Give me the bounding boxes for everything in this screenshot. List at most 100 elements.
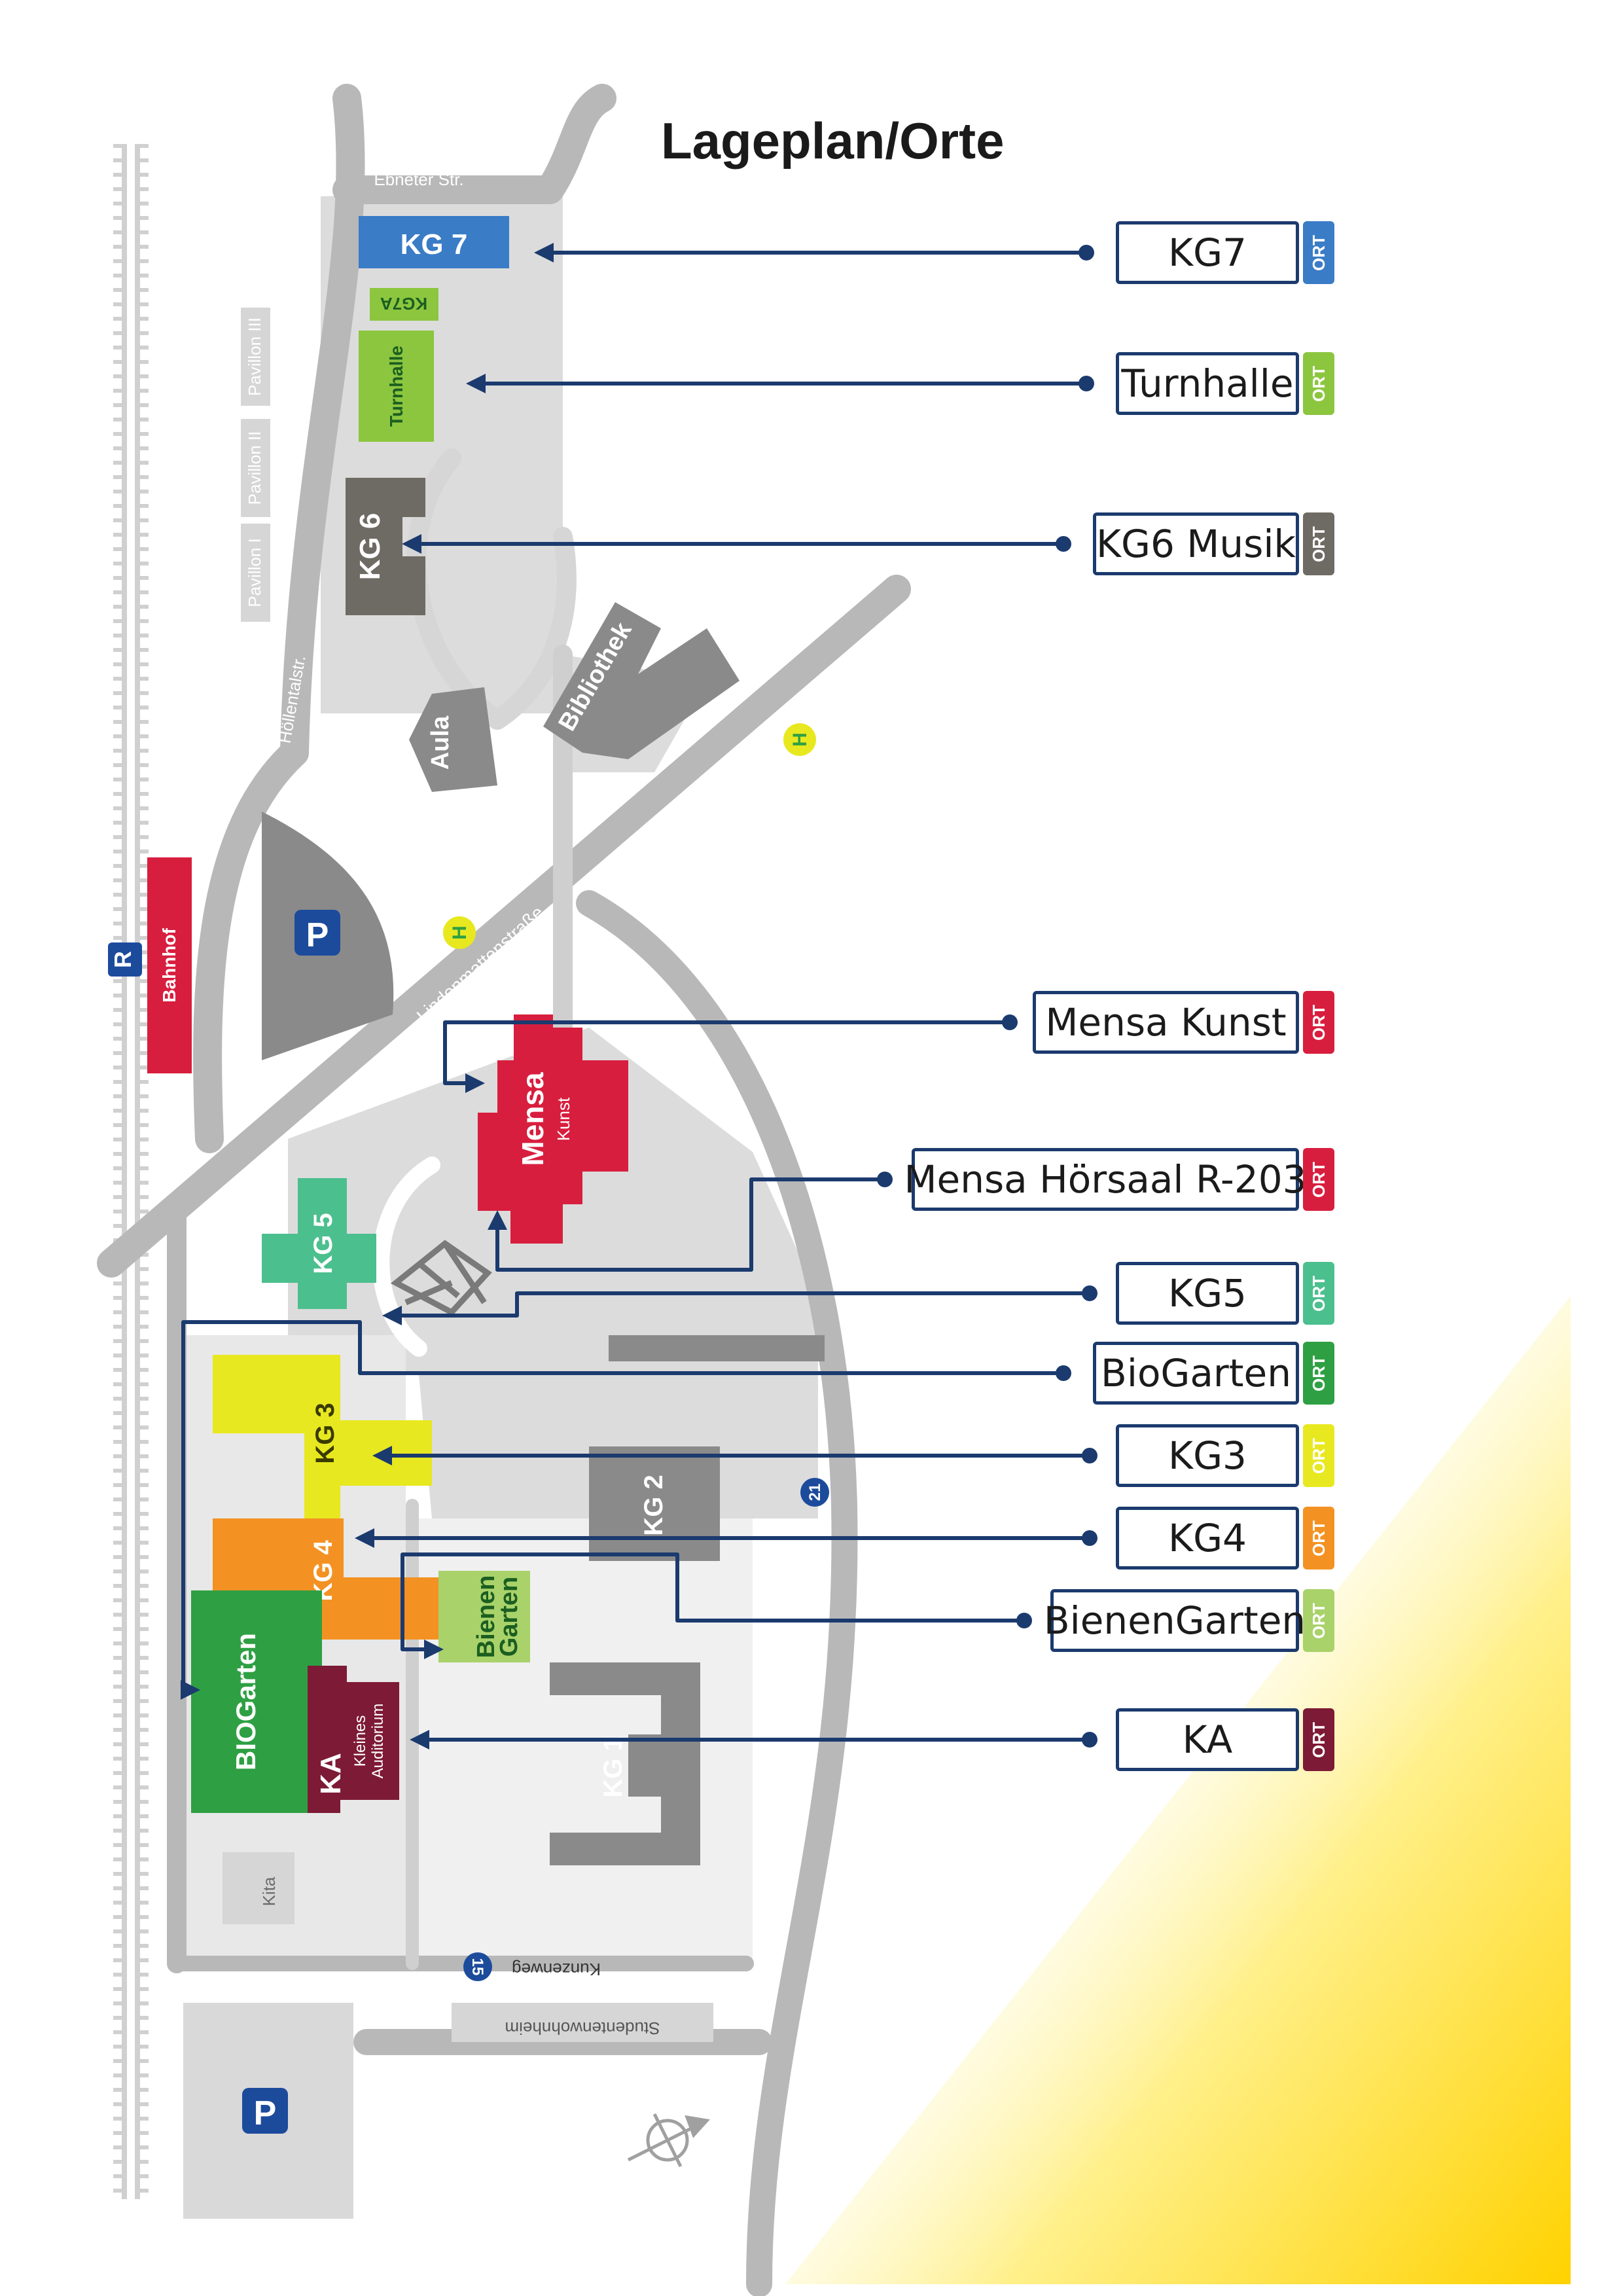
leader-dot-kg4 (1082, 1530, 1097, 1546)
location-kg3[interactable]: KG3 ORT (1116, 1424, 1334, 1487)
location-ka[interactable]: KA ORT (1116, 1708, 1334, 1771)
mensa-building (478, 1014, 628, 1244)
location-turnhalle-tag: ORT (1303, 352, 1334, 415)
bus-line-21-label: 21 (806, 1484, 824, 1501)
sculpture-icon (390, 1240, 492, 1316)
location-kg4-tag: ORT (1303, 1507, 1334, 1570)
studentenwohnheim-label: Studentenwohnheim (505, 2018, 660, 2038)
bienengarten-area (438, 1571, 530, 1662)
location-bienengarten-label[interactable]: BienenGarten (1044, 1589, 1306, 1652)
pavillon-1-building (241, 524, 270, 622)
kg7-building (359, 216, 509, 268)
biogarten-label: BIOGarten (230, 1633, 261, 1770)
aula-label: Aula (427, 715, 454, 770)
leader-dot-mensa-hoersaal (877, 1172, 893, 1187)
location-kg7[interactable]: KG7 ORT (1116, 221, 1334, 284)
location-biogarten[interactable]: BioGarten ORT (1093, 1342, 1334, 1405)
location-mensa-hoersaal-label[interactable]: Mensa Hörsaal R-203 (904, 1148, 1307, 1211)
leader-dot-kg6 (1056, 536, 1071, 552)
leader-bienengarten (401, 1552, 1024, 1659)
location-bienengarten-tag: ORT (1303, 1589, 1334, 1652)
road-ebneter-str (332, 84, 616, 204)
ka-sub-label-1: Kleines (351, 1715, 369, 1767)
street-label-ebneter: Ebneter Str. (374, 170, 463, 189)
kg2-wing (609, 1335, 825, 1361)
kg1-building (550, 1662, 700, 1865)
ka-sub-label-2: Auditorium (369, 1704, 387, 1779)
biogarten-area (191, 1590, 322, 1813)
kg7-label: KG 7 (401, 228, 468, 260)
location-kg5[interactable]: KG5 ORT (1116, 1262, 1334, 1325)
ka-building (308, 1666, 399, 1813)
location-kg6-musik[interactable]: KG6 Musik ORT (1093, 512, 1334, 575)
street-label-kunzenweg: Kunzenweg (795, 1518, 830, 1609)
road-kunzenweg (576, 890, 858, 2296)
turnhalle-building (359, 331, 434, 442)
leader-dot-kg3 (1082, 1448, 1097, 1463)
bienengarten-label-1: Bienen (473, 1575, 500, 1659)
bus-line-15-label: 15 (469, 1958, 486, 1976)
location-ka-label[interactable]: KA (1116, 1708, 1299, 1771)
location-kg5-tag: ORT (1303, 1262, 1334, 1325)
location-biogarten-tag: ORT (1303, 1342, 1334, 1405)
rail-sign-label: R (109, 951, 136, 968)
pavillon-3-building (241, 308, 270, 406)
street-label-kunzenweg-lower: Kunzenweg (512, 1960, 601, 1979)
location-kg6-musik-label[interactable]: KG6 Musik (1093, 512, 1299, 575)
mensa-sub-label: Kunst (554, 1097, 573, 1141)
location-turnhalle-label[interactable]: Turnhalle (1116, 352, 1299, 415)
kg2-label: KG 2 (639, 1475, 668, 1535)
road-hoellentalstr (193, 84, 365, 1153)
location-kg4-label[interactable]: KG4 (1116, 1507, 1299, 1570)
location-turnhalle[interactable]: Turnhalle ORT (1116, 352, 1334, 415)
ort-tag-label: ORT (1308, 365, 1329, 402)
aula-building (409, 687, 497, 792)
location-kg3-label[interactable]: KG3 (1116, 1424, 1299, 1487)
bahnhof-label: Bahnhof (159, 928, 179, 1003)
leader-dot-ka (1082, 1732, 1097, 1748)
ort-tag-label: ORT (1308, 1161, 1329, 1198)
kita-building (223, 1852, 294, 1924)
parking-sign-north (294, 910, 340, 956)
location-kg7-tag: ORT (1303, 221, 1334, 284)
leader-dot-mensa-kunst (1002, 1014, 1018, 1030)
kg3-building (213, 1355, 432, 1518)
railway-track (113, 144, 149, 2199)
studentenwohnheim-building (452, 2003, 713, 2042)
bus-stop-north (783, 723, 816, 756)
ort-tag-label: ORT (1308, 1004, 1329, 1041)
leader-mensa-kunst (443, 1020, 1010, 1093)
kg7a-building (370, 288, 438, 321)
leader-mensa-hoersaal (488, 1177, 885, 1272)
location-mensa-kunst-tag: ORT (1303, 991, 1334, 1054)
kg7a-label: KG7A (380, 294, 427, 314)
page-title: Lageplan/Orte (661, 112, 1005, 170)
location-kg4[interactable]: KG4 ORT (1116, 1507, 1334, 1570)
ort-tag-label: ORT (1308, 1275, 1329, 1312)
kg3-label: KG 3 (311, 1403, 340, 1463)
location-kg5-label[interactable]: KG5 (1116, 1262, 1299, 1325)
location-biogarten-label[interactable]: BioGarten (1093, 1342, 1299, 1405)
location-kg3-tag: ORT (1303, 1424, 1334, 1487)
leader-dot-bienengarten (1016, 1613, 1032, 1628)
location-bienengarten[interactable]: BienenGarten ORT (1044, 1589, 1334, 1652)
campus-central-area (288, 1028, 818, 1518)
parking-sign-south-label: P (254, 2094, 277, 2132)
pavillon-2-building (241, 419, 270, 517)
ka-label: KA (315, 1753, 347, 1795)
pavillon-2-label: Pavillon II (245, 431, 264, 505)
kg6-building (346, 478, 425, 615)
location-mensa-hoersaal[interactable]: Mensa Hörsaal R-203 ORT (904, 1148, 1334, 1211)
street-label-lindenmatten: Lindenmattenstraße (413, 902, 548, 1026)
location-mensa-kunst-label[interactable]: Mensa Kunst (1033, 991, 1299, 1054)
mensa-label: Mensa (516, 1072, 550, 1166)
road-central-loop (372, 1157, 440, 1357)
location-mensa-kunst[interactable]: Mensa Kunst ORT (1033, 991, 1334, 1054)
rail-sign (108, 942, 142, 977)
ort-tag-label: ORT (1308, 526, 1329, 562)
leader-dot-biogarten (1056, 1365, 1071, 1381)
parking-sign-south (242, 2088, 288, 2134)
location-kg7-label[interactable]: KG7 (1116, 221, 1299, 284)
bus-stop-north-label: H (789, 732, 811, 747)
